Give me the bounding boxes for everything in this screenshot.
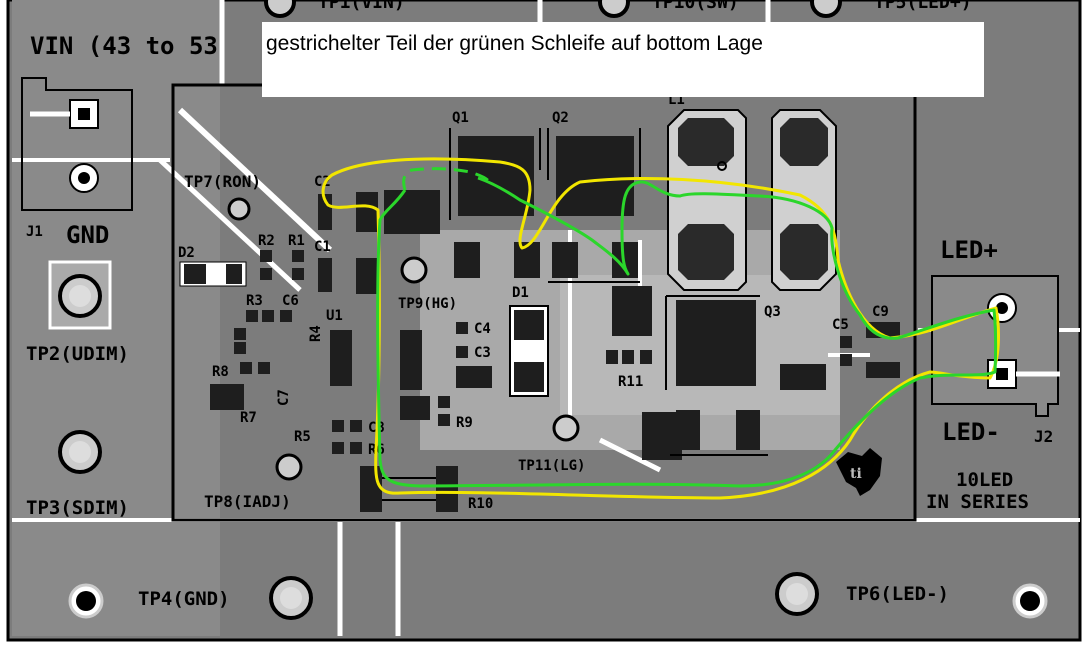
label-q3: Q3	[764, 304, 781, 320]
label-tp3: TP3(SDIM)	[26, 497, 129, 519]
label-c5: C5	[832, 317, 849, 333]
label-tp4: TP4(GND)	[138, 588, 230, 610]
connector-j1: J1 GND	[21, 77, 133, 249]
left-test-points: TP7(RON) TP2(UDIM) TP3(SDIM) TP8(IADJ)	[26, 172, 303, 519]
label-tp10: TP10(SW)	[652, 0, 739, 13]
label-r2: R2	[258, 233, 275, 249]
label-q2: Q2	[552, 110, 569, 126]
label-gnd: GND	[66, 221, 109, 249]
label-j1: J1	[26, 224, 43, 240]
label-ledm: LED-	[942, 418, 1000, 446]
label-tp2: TP2(UDIM)	[26, 343, 129, 365]
label-vin: VIN (43 to 53	[30, 32, 218, 60]
bottom-test-points: TP4(GND) TP6(LED-)	[68, 572, 1048, 620]
components-left: C2 R2 R1 C1 D2 R3 C6 U1 R4 R8 R7 C7 R5	[178, 174, 385, 458]
label-c9: C9	[872, 304, 889, 320]
label-c4: C4	[474, 321, 491, 337]
label-series2: IN SERIES	[926, 491, 1029, 513]
label-r9: R9	[456, 415, 473, 431]
via-clusters	[392, 196, 650, 326]
label-u1: U1	[326, 308, 343, 324]
label-tp9: TP9(HG)	[398, 296, 457, 312]
label-d2: D2	[178, 245, 195, 261]
label-r10: R10	[468, 496, 493, 512]
inductor-l1: L1	[667, 92, 837, 291]
copper-pour-left	[12, 0, 220, 636]
label-r3: R3	[246, 293, 263, 309]
label-r1: R1	[288, 233, 305, 249]
label-series1: 10LED	[956, 469, 1013, 491]
top-test-points: TP1(VIN) TP10(SW) TP5(LED+)	[264, 0, 972, 18]
label-r5: R5	[294, 429, 311, 445]
label-c6: C6	[282, 293, 299, 309]
green-loop	[376, 176, 998, 488]
components-output: C5 C9	[832, 304, 900, 378]
label-tp1: TP1(VIN)	[318, 0, 405, 13]
label-r11: R11	[618, 374, 643, 390]
green-loop-dashed	[402, 167, 492, 191]
label-tp11: TP11(LG)	[518, 458, 585, 474]
label-d1: D1	[512, 285, 529, 301]
label-c7: C7	[276, 389, 292, 406]
label-c1: C1	[314, 239, 331, 255]
svg-text:ti: ti	[850, 466, 862, 482]
components-center: TP9(HG) C4 C3 R9 R10 D1 TP11(LG)	[356, 190, 585, 512]
label-tp5: TP5(LED+)	[874, 0, 972, 13]
label-q1: Q1	[452, 110, 469, 126]
label-tp7: TP7(RON)	[184, 172, 261, 191]
annotation-note: gestrichelter Teil der grünen Schleife a…	[262, 22, 984, 97]
label-tp6: TP6(LED-)	[846, 583, 949, 605]
label-ledp: LED+	[940, 236, 998, 264]
label-r4: R4	[308, 325, 324, 342]
label-c3: C3	[474, 345, 491, 361]
label-r7: R7	[240, 410, 257, 426]
label-j2: J2	[1034, 427, 1053, 446]
label-tp8: TP8(IADJ)	[204, 492, 291, 511]
ti-logo-icon: ti	[836, 448, 882, 496]
label-r8: R8	[212, 364, 229, 380]
